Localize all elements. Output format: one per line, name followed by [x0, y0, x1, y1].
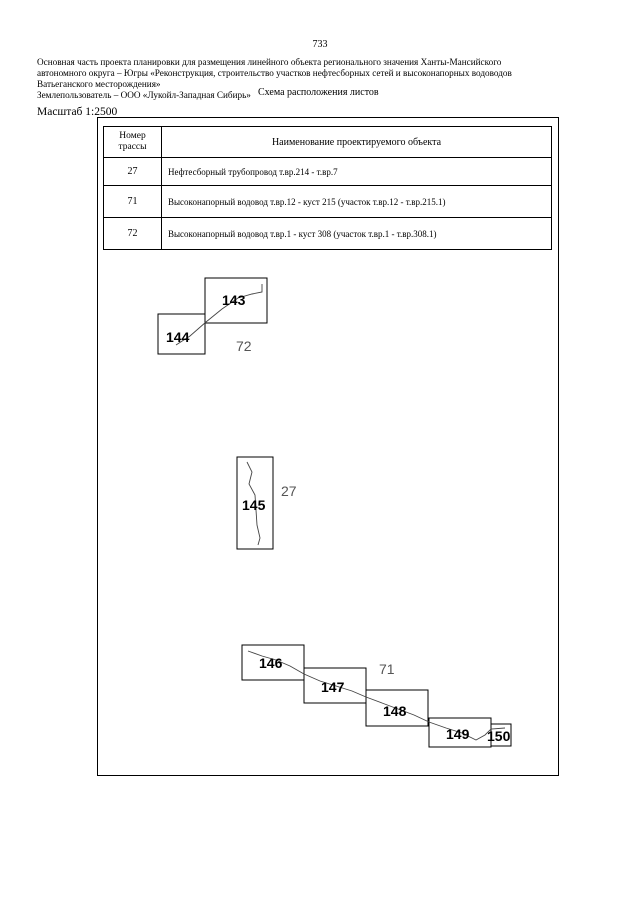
route-label-71: 71 [379, 661, 395, 677]
table-row: 71 Высоконапорный водовод т.вр.12 - куст… [103, 185, 552, 218]
route-line-72 [175, 284, 263, 346]
scale-label: Масштаб 1:2500 [37, 106, 118, 118]
sheet-frame-143 [204, 277, 268, 324]
header-name: Наименование проектируемого объекта [161, 126, 552, 158]
sheet-label-147: 147 [321, 679, 345, 695]
sheet-label-144: 144 [166, 329, 190, 345]
header-text: Основная часть проекта планировки для ра… [37, 57, 617, 101]
sheet-frame-144 [157, 313, 206, 355]
sheet-frame-147 [303, 667, 367, 704]
table-row: 72 Высоконапорный водовод т.вр.1 - куст … [103, 217, 552, 250]
route-line-71 [247, 650, 506, 741]
routes-table: Номер трассы Наименование проектируемого… [103, 126, 552, 250]
sheet-frame-146 [241, 644, 305, 681]
sheet-label-149: 149 [446, 726, 470, 742]
route-name: Высоконапорный водовод т.вр.12 - куст 21… [161, 185, 552, 218]
route-label-72: 72 [236, 338, 252, 354]
sheet-frame-148 [365, 689, 429, 727]
sheet-label-148: 148 [383, 703, 407, 719]
sheet-frame-150 [490, 723, 512, 747]
sheet-label-145: 145 [242, 497, 266, 513]
route-name: Высоконапорный водовод т.вр.1 - куст 308… [161, 217, 552, 250]
page-number: 733 [312, 39, 328, 50]
header-line: Ватьеганского месторождения» [37, 79, 161, 89]
sheet-label-150: 150 [487, 728, 511, 744]
header-line: Основная часть проекта планировки для ра… [37, 57, 502, 67]
header-line: Землепользователь – ООО «Лукойл-Западная… [37, 90, 251, 100]
route-label-27: 27 [281, 483, 297, 499]
route-number: 72 [103, 217, 162, 250]
sheet-frame-145 [236, 456, 274, 550]
header-line: автономного округа – Югры «Реконструкция… [37, 68, 512, 78]
drawing-frame [97, 117, 559, 776]
route-line-27 [246, 461, 261, 546]
sheet-label-146: 146 [259, 655, 283, 671]
sheet-label-143: 143 [222, 292, 246, 308]
table-header-row: Номер трассы Наименование проектируемого… [103, 126, 552, 158]
scheme-title: Схема расположения листов [258, 87, 379, 98]
